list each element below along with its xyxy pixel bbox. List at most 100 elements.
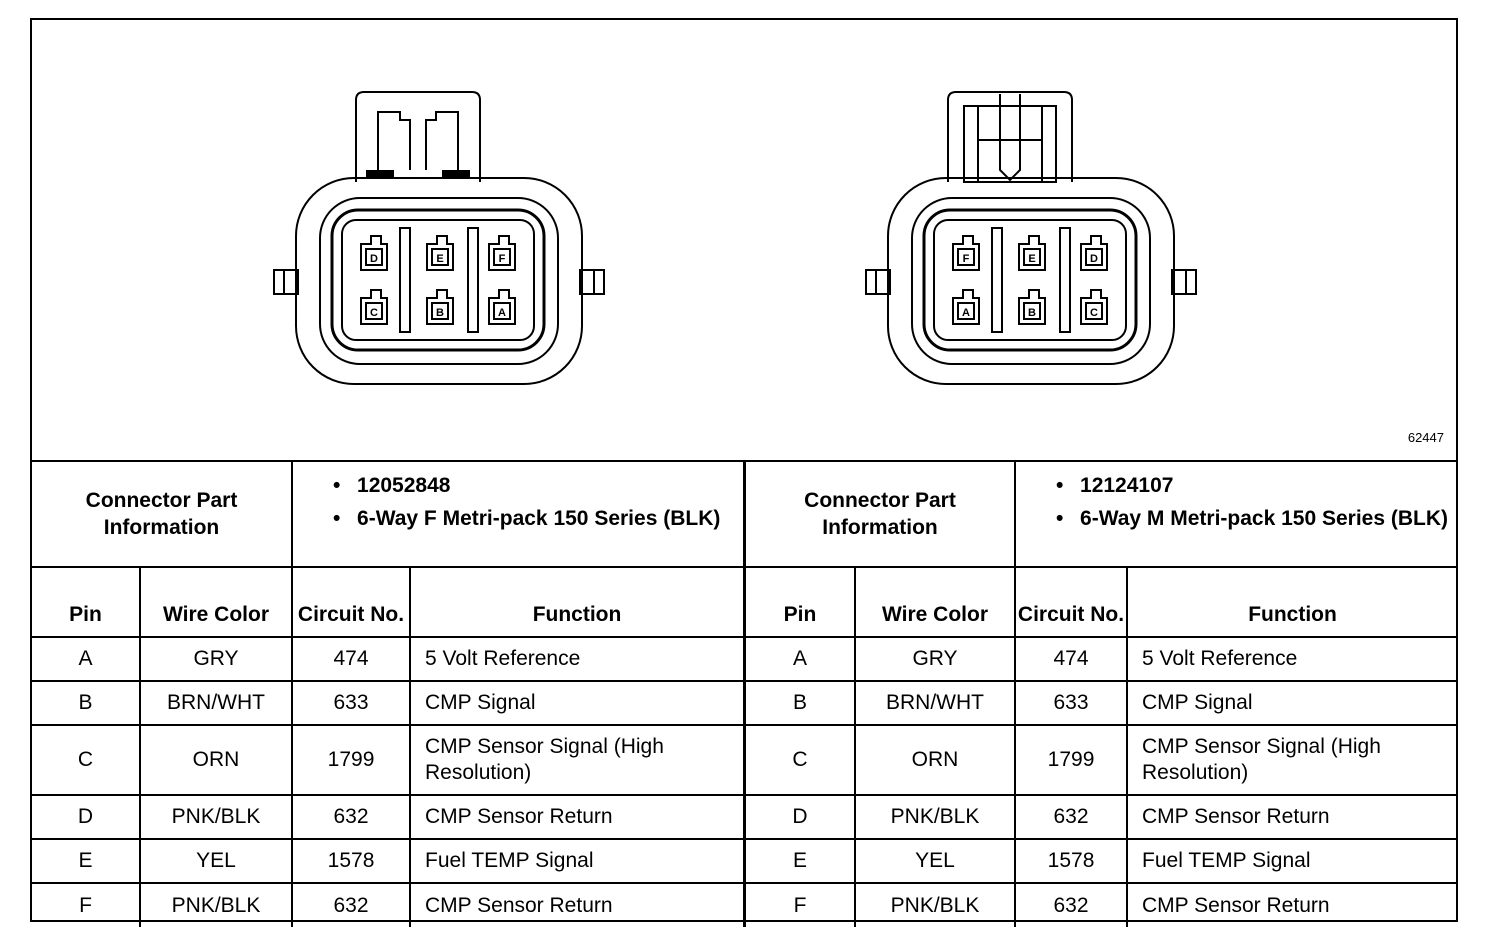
pin-cell: B: [32, 680, 141, 726]
wire-color-cell: BRN/WHT: [853, 680, 1017, 726]
left-ear: [865, 269, 891, 295]
part-number: 12124107: [1056, 472, 1457, 499]
pin-cavity-a: A: [952, 289, 980, 325]
pin-cell: D: [32, 794, 141, 840]
circuit-cell: 474: [1014, 636, 1129, 682]
pin-cavity-f: F: [952, 235, 980, 271]
latch-tab: [355, 91, 481, 182]
pin-label: B: [436, 307, 444, 319]
pin-cavity-c: C: [1080, 289, 1108, 325]
function-cell: 5 Volt Reference: [409, 636, 746, 682]
pin-label: C: [1090, 307, 1098, 319]
pin-cell: A: [32, 636, 141, 682]
connector-housing: [295, 177, 583, 385]
info-label-text: Connector Part Information: [85, 489, 238, 539]
wire-color-cell: PNK/BLK: [853, 794, 1017, 840]
circuit-cell: 632: [291, 794, 412, 840]
pin-cell: F: [744, 882, 856, 927]
pin-cavity-c: C: [360, 289, 388, 325]
pin-label: B: [1028, 307, 1036, 319]
pin-header: Pin: [32, 566, 141, 638]
function-cell: CMP Sensor Return: [409, 882, 746, 927]
pin-cell: D: [744, 794, 856, 840]
function-cell: CMP Signal: [1126, 680, 1458, 726]
wire-color-cell: YEL: [853, 838, 1017, 884]
circuit-cell: 632: [291, 882, 412, 927]
pin-cavity-b: B: [426, 289, 454, 325]
right-ear: [1171, 269, 1197, 295]
function-cell: Fuel TEMP Signal: [409, 838, 746, 884]
part-info: 12052848 6-Way F Metri-pack 150 Series (…: [291, 460, 746, 568]
circuit-cell: 474: [291, 636, 412, 682]
circuit-cell: 1578: [1014, 838, 1129, 884]
pin-cell: E: [744, 838, 856, 884]
pin-cavity-e: E: [1018, 235, 1046, 271]
function-cell: CMP Sensor Return: [409, 794, 746, 840]
circuit-cell: 1799: [1014, 724, 1129, 796]
female-connector-face: D E F C B A: [273, 91, 605, 385]
pin-label: C: [370, 307, 378, 319]
connector-diagram: D E F C B A F E D A B C: [273, 91, 1197, 385]
circuit-header: Circuit No.: [1014, 566, 1129, 638]
male-connector-face: F E D A B C: [865, 91, 1197, 385]
pin-cavity-d: D: [360, 235, 388, 271]
left-ear: [273, 269, 299, 295]
pin-label: D: [1090, 253, 1098, 265]
right-ear: [579, 269, 605, 295]
function-cell: CMP Sensor Signal (High Resolution): [1126, 724, 1458, 796]
pin-cell: C: [32, 724, 141, 796]
function-cell: CMP Sensor Signal (High Resolution): [409, 724, 746, 796]
right-connector-table: Connector Part Information 12124107 6-Wa…: [743, 460, 1458, 927]
wire-color-cell: BRN/WHT: [138, 680, 294, 726]
wire-color-cell: PNK/BLK: [853, 882, 1017, 927]
wire-color-cell: ORN: [138, 724, 294, 796]
pin-cavity-d: D: [1080, 235, 1108, 271]
function-header: Function: [409, 566, 746, 638]
pin-cell: A: [744, 636, 856, 682]
connector-info-label: Connector Part Information: [32, 460, 294, 568]
pin-cavity-e: E: [426, 235, 454, 271]
circuit-cell: 632: [1014, 882, 1129, 927]
pin-label: F: [499, 253, 506, 265]
pin-cell: C: [744, 724, 856, 796]
wire-color-header: Wire Color: [853, 566, 1017, 638]
connector-type: 6-Way F Metri-pack 150 Series (BLK): [333, 505, 743, 532]
pin-cavity-a: A: [488, 289, 516, 325]
connector-info-label: Connector Part Information: [743, 460, 1017, 568]
circuit-cell: 632: [1014, 794, 1129, 840]
function-cell: CMP Sensor Return: [1126, 882, 1458, 927]
wire-color-cell: ORN: [853, 724, 1017, 796]
function-cell: CMP Signal: [409, 680, 746, 726]
connector-type: 6-Way M Metri-pack 150 Series (BLK): [1056, 505, 1457, 532]
latch-tab: [947, 91, 1073, 183]
left-connector-table: Connector Part Information 12052848 6-Wa…: [32, 460, 746, 927]
function-header: Function: [1126, 566, 1458, 638]
pin-cell: B: [744, 680, 856, 726]
pin-header: Pin: [744, 566, 856, 638]
part-info: 12124107 6-Way M Metri-pack 150 Series (…: [1014, 460, 1458, 568]
function-cell: CMP Sensor Return: [1126, 794, 1458, 840]
circuit-header: Circuit No.: [291, 566, 412, 638]
pin-cell: E: [32, 838, 141, 884]
pin-cavity-b: B: [1018, 289, 1046, 325]
column-header-row: Pin Wire Color Circuit No. Function: [32, 566, 746, 638]
pin-label: E: [1028, 253, 1035, 265]
wire-color-cell: GRY: [853, 636, 1017, 682]
wire-color-cell: PNK/BLK: [138, 882, 294, 927]
connector-housing: [887, 177, 1175, 385]
circuit-cell: 633: [1014, 680, 1129, 726]
function-cell: 5 Volt Reference: [1126, 636, 1458, 682]
